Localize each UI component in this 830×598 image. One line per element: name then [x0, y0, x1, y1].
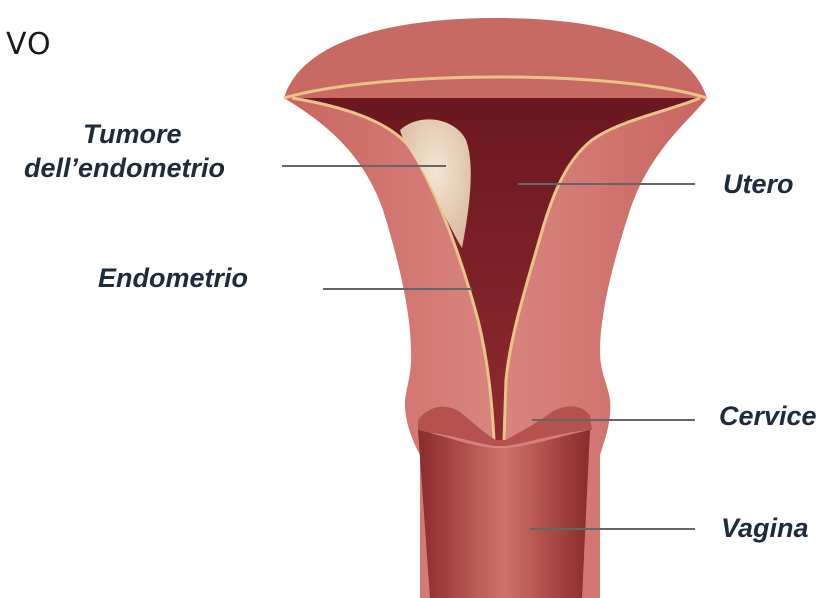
- label-vagina: Vagina: [721, 512, 809, 545]
- label-tumor-line2: dell’endometrio: [24, 152, 225, 185]
- label-endometrium: Endometrio: [98, 262, 248, 295]
- vaginal-canal: [418, 430, 590, 598]
- label-tumor-line1: Tumore: [83, 118, 182, 151]
- label-uterus: Utero: [723, 168, 794, 201]
- corner-text: VO: [6, 27, 52, 62]
- label-cervix: Cervice: [719, 400, 817, 433]
